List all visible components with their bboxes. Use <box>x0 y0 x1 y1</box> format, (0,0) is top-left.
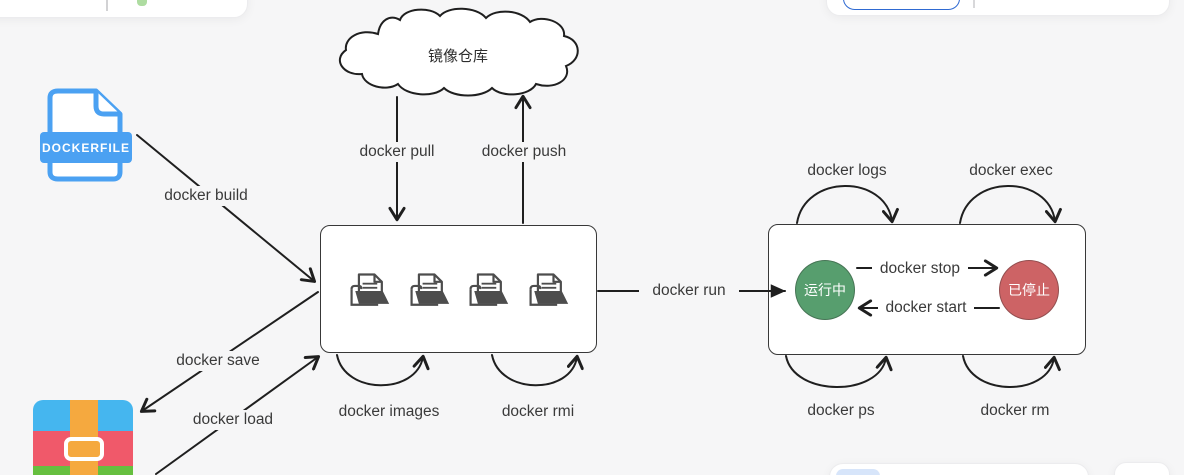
label-docker-exec: docker exec <box>969 162 1053 179</box>
edge-docker-build <box>136 134 314 281</box>
running-state-label: 运行中 <box>804 282 846 298</box>
label-docker-save: docker save <box>168 351 268 371</box>
label-docker-logs: docker logs <box>807 162 887 179</box>
registry-cloud-label: 镜像仓库 <box>427 48 488 65</box>
edge-docker-rm <box>962 355 1054 388</box>
chip-badge <box>836 469 880 475</box>
top-left-toolbar-card <box>0 0 248 18</box>
archive-file-icon[interactable] <box>33 400 133 475</box>
toolbar-divider <box>106 0 108 11</box>
image-file-icon <box>469 273 509 306</box>
label-docker-run: docker run <box>639 281 739 301</box>
edge-docker-ps <box>785 355 886 388</box>
edge-docker-images <box>336 354 423 387</box>
label-docker-rmi: docker rmi <box>501 403 575 420</box>
label-docker-push: docker push <box>474 142 574 162</box>
label-docker-load: docker load <box>183 410 283 430</box>
label-docker-build: docker build <box>146 186 266 206</box>
edge-docker-exec <box>959 185 1055 224</box>
image-file-icon <box>529 273 569 306</box>
edge-docker-rmi <box>491 354 577 387</box>
stopped-state-label: 已停止 <box>1008 282 1050 298</box>
label-docker-rm: docker rm <box>980 402 1050 419</box>
outlined-action-button[interactable] <box>843 0 960 10</box>
green-status-icon <box>137 0 147 6</box>
image-file-icon <box>410 273 450 306</box>
label-docker-pull: docker pull <box>347 142 447 162</box>
label-docker-start: docker start <box>878 298 974 318</box>
dockerfile-node[interactable]: DOCKERFILE <box>40 88 132 182</box>
stopped-state-node[interactable]: 已停止 <box>999 260 1059 320</box>
image-file-icon <box>350 273 390 306</box>
dockerfile-banner-label: DOCKERFILE <box>40 132 132 163</box>
toolbar-divider-2 <box>973 0 975 8</box>
edge-docker-logs <box>796 185 892 224</box>
running-state-node[interactable]: 运行中 <box>795 260 855 320</box>
label-docker-images: docker images <box>338 403 440 420</box>
bottom-right-small-card[interactable] <box>1114 462 1170 475</box>
label-docker-stop: docker stop <box>872 259 968 279</box>
label-docker-ps: docker ps <box>807 402 875 419</box>
archive-buckle <box>64 437 104 461</box>
